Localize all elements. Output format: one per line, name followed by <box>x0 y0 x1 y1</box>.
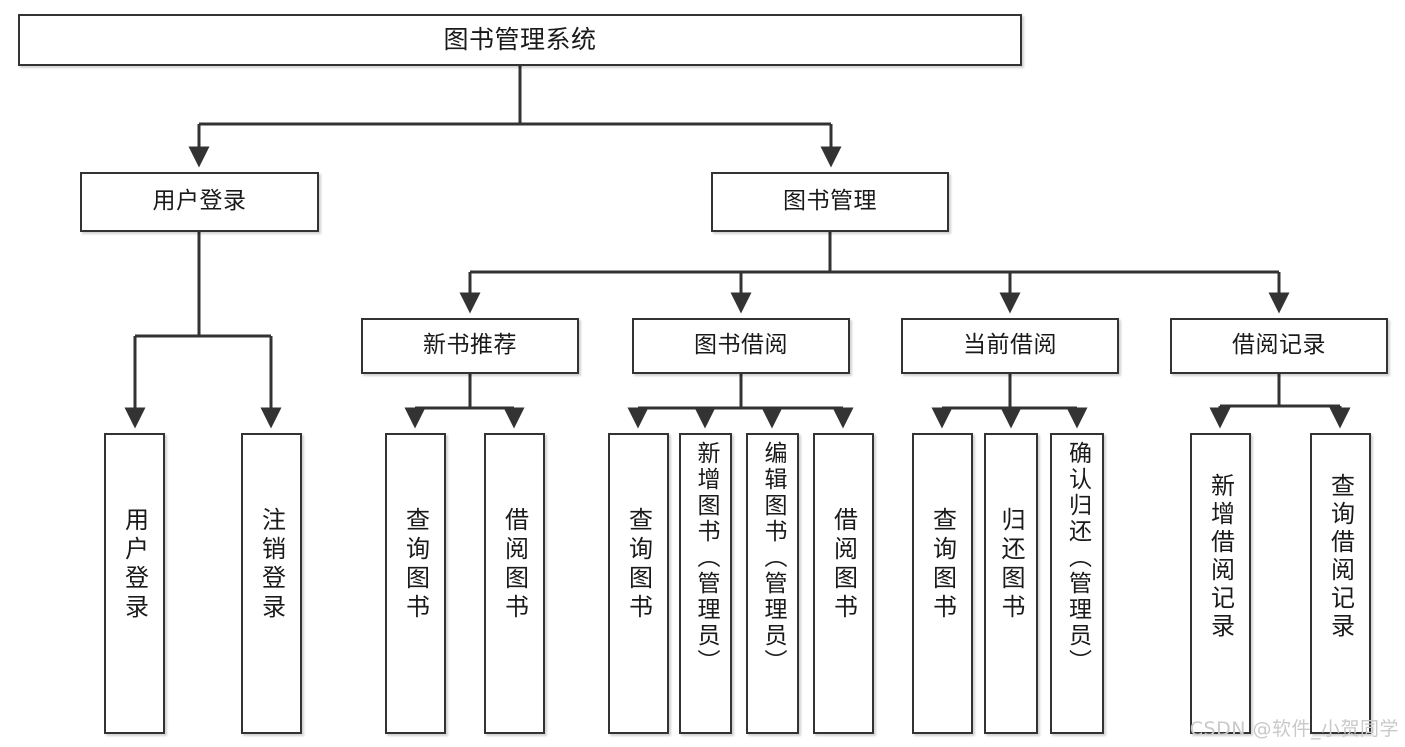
node-leaf-query-book-1-label: 查询图书 <box>401 507 430 623</box>
node-user-login[interactable]: 用户登录 <box>80 172 319 232</box>
node-leaf-add-book[interactable]: 新增图书（管理员） <box>679 433 732 734</box>
node-leaf-user-login[interactable]: 用户登录 <box>104 433 165 734</box>
node-leaf-add-record-label: 新增借阅记录 <box>1206 473 1235 641</box>
node-leaf-add-record[interactable]: 新增借阅记录 <box>1190 433 1251 734</box>
node-leaf-user-logout[interactable]: 注销登录 <box>241 433 302 734</box>
node-leaf-query-record-label: 查询借阅记录 <box>1326 473 1355 641</box>
node-leaf-confirm-return[interactable]: 确认归还（管理员） <box>1050 433 1104 734</box>
node-leaf-user-logout-label: 注销登录 <box>257 507 286 623</box>
node-book-borrow-label: 图书借阅 <box>694 332 788 359</box>
node-leaf-return-book[interactable]: 归还图书 <box>984 433 1038 734</box>
node-leaf-borrow-book-2-label: 借阅图书 <box>829 507 858 623</box>
node-leaf-query-book-2-label: 查询图书 <box>624 507 653 623</box>
csdn-watermark: CSDN @软件_小贺同学 <box>1189 718 1399 740</box>
node-leaf-query-record[interactable]: 查询借阅记录 <box>1310 433 1371 734</box>
node-leaf-user-login-label: 用户登录 <box>120 507 149 623</box>
node-book-manage-label: 图书管理 <box>783 188 877 215</box>
node-current-borrow-label: 当前借阅 <box>963 332 1057 359</box>
node-user-login-label: 用户登录 <box>152 188 247 215</box>
node-leaf-return-book-label: 归还图书 <box>997 507 1025 623</box>
node-book-manage[interactable]: 图书管理 <box>711 172 949 232</box>
node-leaf-query-book-3[interactable]: 查询图书 <box>912 433 973 734</box>
node-leaf-borrow-book-2[interactable]: 借阅图书 <box>813 433 874 734</box>
node-borrow-record[interactable]: 借阅记录 <box>1170 318 1388 374</box>
node-leaf-edit-book-label: 编辑图书（管理员） <box>760 441 786 675</box>
node-borrow-record-label: 借阅记录 <box>1232 332 1326 359</box>
node-root[interactable]: 图书管理系统 <box>18 14 1022 66</box>
node-leaf-query-book-3-label: 查询图书 <box>928 507 957 623</box>
node-leaf-edit-book[interactable]: 编辑图书（管理员） <box>746 433 799 734</box>
node-new-book-recommend-label: 新书推荐 <box>423 332 517 359</box>
node-leaf-query-book-1[interactable]: 查询图书 <box>385 433 446 734</box>
node-leaf-add-book-label: 新增图书（管理员） <box>693 441 719 675</box>
node-leaf-borrow-book-1-label: 借阅图书 <box>500 507 529 623</box>
node-leaf-borrow-book-1[interactable]: 借阅图书 <box>484 433 545 734</box>
node-new-book-recommend[interactable]: 新书推荐 <box>361 318 579 374</box>
node-book-borrow[interactable]: 图书借阅 <box>632 318 850 374</box>
node-root-label: 图书管理系统 <box>443 25 597 55</box>
node-leaf-confirm-return-label: 确认归还（管理员） <box>1064 441 1091 675</box>
node-current-borrow[interactable]: 当前借阅 <box>901 318 1119 374</box>
node-leaf-query-book-2[interactable]: 查询图书 <box>608 433 669 734</box>
